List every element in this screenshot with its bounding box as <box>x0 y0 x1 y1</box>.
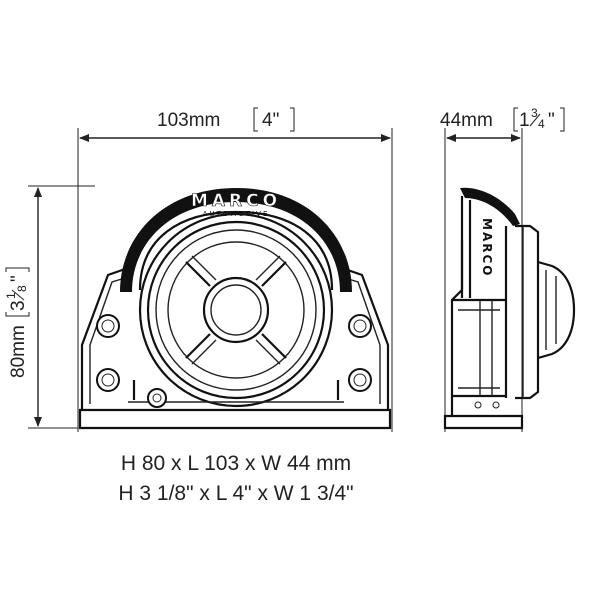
dimension-caption: H 80 x L 103 x W 44 mm H 3 1/8" x L 4" x… <box>118 452 353 505</box>
caption-metric: H 80 x L 103 x W 44 mm <box>121 452 351 475</box>
svg-text:": " <box>548 110 555 131</box>
width-dimension: 44mm 1 3 4 " <box>440 106 565 432</box>
width-inch-whole: 1 <box>519 110 530 131</box>
height-inch-frac-den: 8 <box>15 285 29 292</box>
length-inch-label: 4" <box>262 110 279 131</box>
length-mm-label: 103mm <box>157 110 220 131</box>
side-view: MARCO <box>443 187 576 430</box>
mount-hole-bottom-left <box>96 368 120 392</box>
mount-hole-top-right <box>348 314 372 338</box>
mount-hole-bottom-right <box>348 368 372 392</box>
height-mm-label: 80mm <box>8 325 29 378</box>
height-inch-frac-num: 1 <box>4 292 18 299</box>
svg-text:": " <box>8 275 29 282</box>
width-inch-frac-num: 3 <box>531 106 538 120</box>
height-dimension: 80mm 3 1 8 " <box>4 185 95 429</box>
width-mm-label: 44mm <box>440 110 493 131</box>
brand-text: MARCO <box>191 191 281 211</box>
side-brand-text: MARCO <box>480 218 494 277</box>
height-inch-whole: 3 <box>8 300 29 311</box>
mount-hole-top-left <box>96 314 120 338</box>
width-inch-frac-den: 4 <box>538 117 545 131</box>
front-view: MARCO AUTOMOTIVE <box>78 188 392 430</box>
length-dimension: 103mm 4" <box>77 107 393 432</box>
caption-imperial: H 3 1/8" x L 4" x W 1 3/4" <box>118 482 353 505</box>
